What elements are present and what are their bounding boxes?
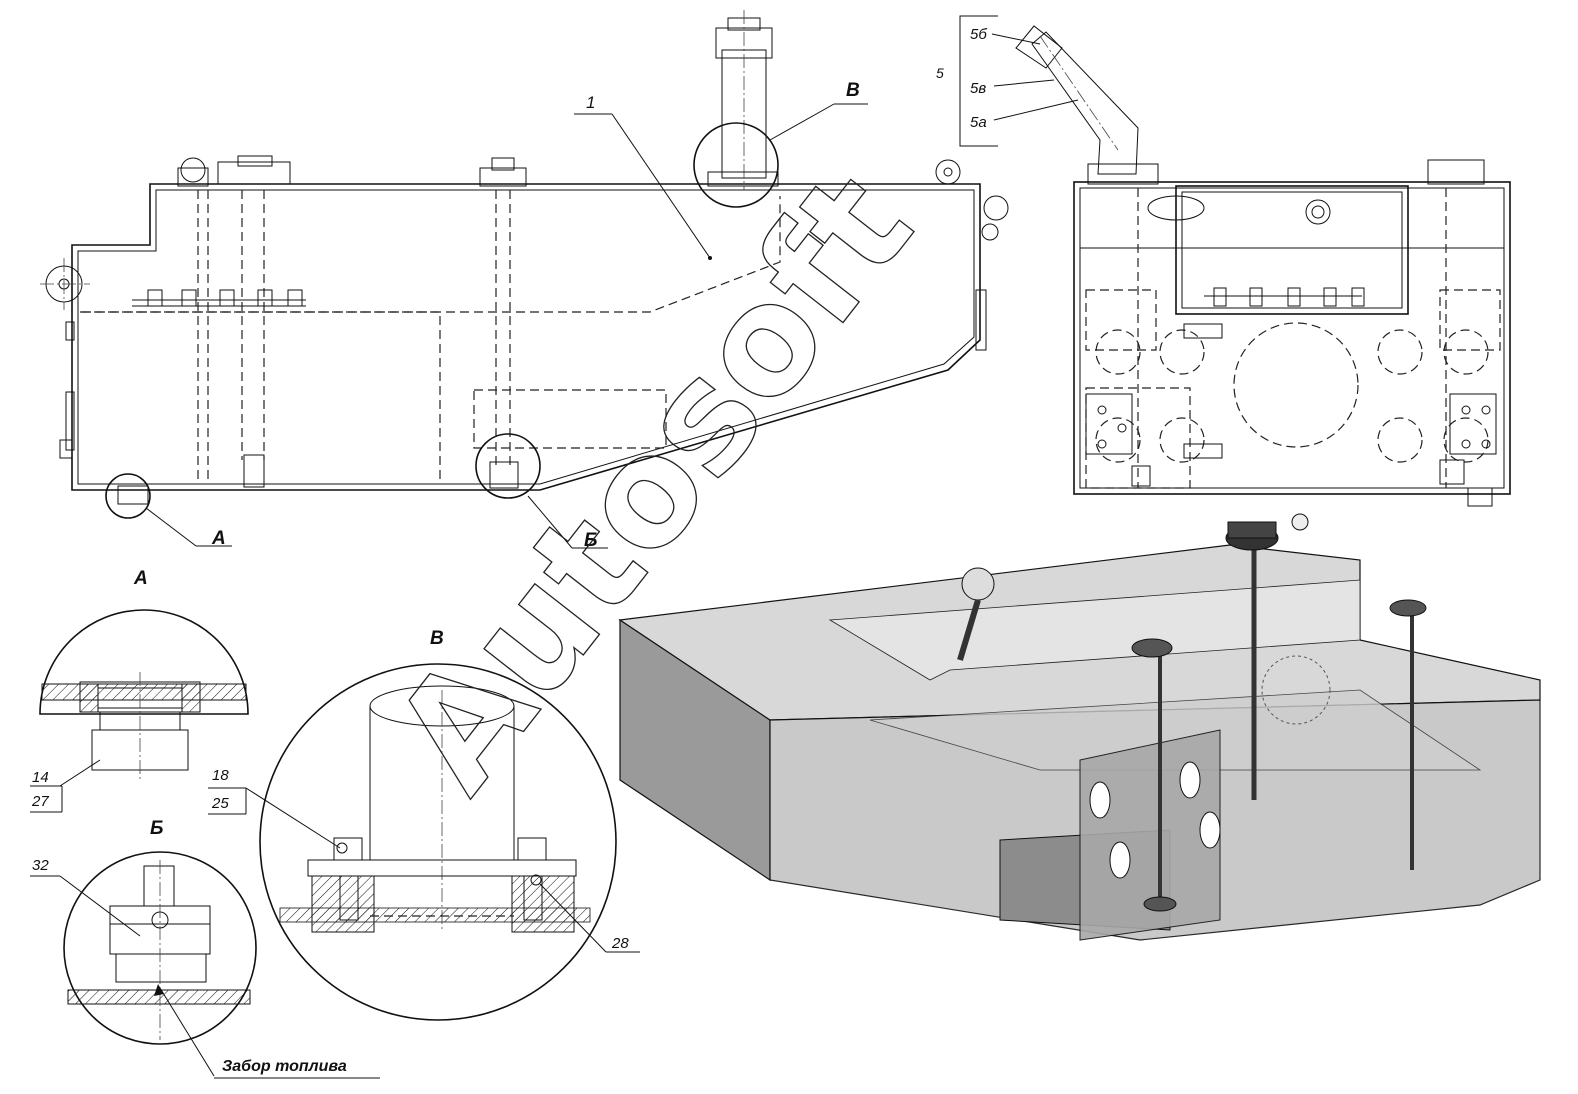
fuel-intake-note: Забор топлива [222, 1058, 347, 1075]
detail-title-v: В [430, 628, 444, 649]
detail-v [259, 663, 617, 1021]
label-box-5 [959, 15, 1079, 147]
callout-v: В [846, 80, 860, 101]
detail-circle-v [693, 122, 779, 208]
detail-circle-a [105, 473, 151, 519]
label-part-5a: 5а [970, 114, 987, 131]
label-part-18: 18 [212, 767, 229, 784]
detail-title-a: А [133, 568, 148, 589]
label-part-5: 5 [936, 65, 944, 81]
leaders-side [145, 103, 868, 549]
label-part-28: 28 [611, 935, 629, 952]
label-part-14: 14 [32, 769, 49, 786]
label-part-1: 1 [586, 93, 595, 112]
callout-b: Б [584, 530, 597, 551]
label-part-32: 32 [32, 857, 49, 874]
isometric-view [618, 513, 1541, 941]
detail-circle-b [475, 433, 541, 499]
end-view [1015, 25, 1511, 507]
callout-a: А [211, 528, 226, 549]
label-part-5v: 5в [970, 80, 986, 97]
detail-a [39, 609, 249, 787]
side-view [40, 10, 1009, 519]
label-part-5b: 5б [970, 26, 987, 43]
label-part-25: 25 [211, 795, 229, 812]
detail-title-b: Б [150, 818, 163, 839]
label-part-27: 27 [31, 793, 49, 810]
detail-b [63, 851, 257, 1077]
